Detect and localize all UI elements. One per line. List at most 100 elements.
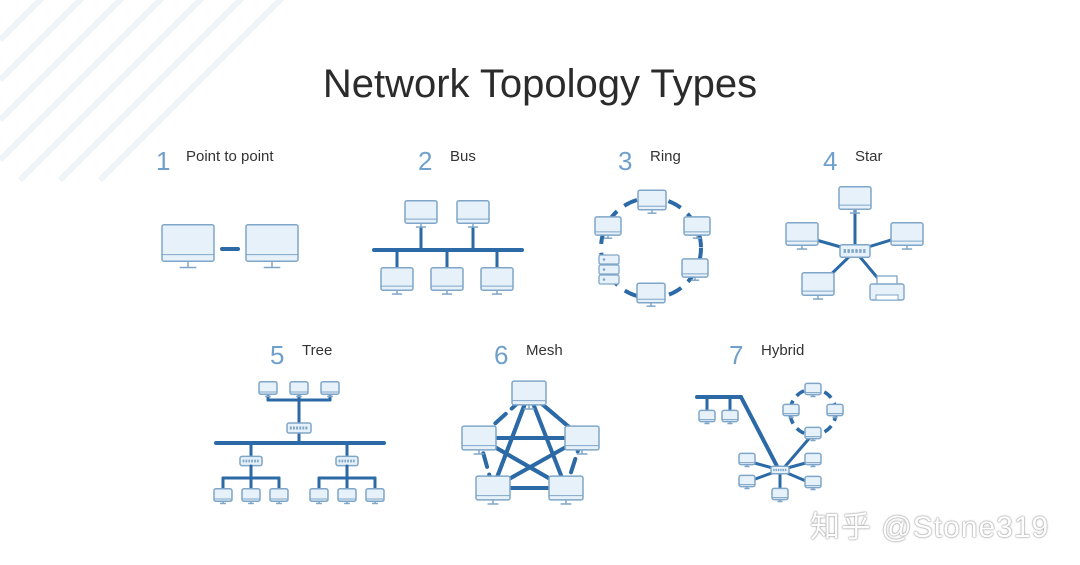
computer-screen <box>245 224 299 262</box>
switch-port <box>352 459 355 463</box>
star-hub <box>839 243 871 259</box>
tree-leaf-computer-0-1 <box>241 487 261 505</box>
server-led <box>602 258 606 261</box>
server-unit <box>598 264 620 275</box>
computer-screen <box>511 380 547 406</box>
switch-port <box>777 468 780 472</box>
hybrid-star-computer-0 <box>738 452 756 468</box>
hybrid-ring-computer-left <box>782 403 800 419</box>
computer-screen <box>636 282 666 304</box>
hybrid-star-computer-3 <box>804 475 822 491</box>
tree-top-computer-0 <box>258 380 278 398</box>
star-computer-right <box>890 222 924 250</box>
p2p-computer-left <box>161 224 215 269</box>
computer-screen <box>683 216 711 236</box>
switch-port <box>289 426 292 430</box>
hybrid-bus-computer-1 <box>721 409 739 425</box>
hybrid-hub <box>770 465 790 475</box>
topology-1-number: 1 <box>156 146 171 176</box>
tree-top-computer-2 <box>320 380 340 398</box>
computer-screen <box>785 222 819 246</box>
switch-port <box>782 468 784 472</box>
server-unit <box>598 274 620 285</box>
topology-6-number: 6 <box>494 340 509 370</box>
switch-port <box>344 459 347 463</box>
mesh-computer-1 <box>461 425 497 455</box>
topology-6-label: Mesh <box>526 342 563 359</box>
star-printer <box>869 275 905 301</box>
topology-4-number: 4 <box>823 146 838 176</box>
bus-computer-bottom-2 <box>480 267 514 295</box>
bus-computer-top-1 <box>456 200 490 228</box>
switch-port <box>302 426 305 430</box>
background-pattern <box>0 0 285 183</box>
switch-body <box>770 465 790 475</box>
hybrid-star-computer-1 <box>738 474 756 490</box>
bus-computer-top-0 <box>404 200 438 228</box>
tree-leaf-computer-0-0 <box>213 487 233 505</box>
star-computer-bottom-left <box>801 272 835 300</box>
ring-computer-left <box>594 216 622 239</box>
computer-screen <box>480 267 514 291</box>
switch-port <box>780 468 782 472</box>
topology-7-label: Hybrid <box>761 342 805 359</box>
tree-top-hub <box>286 422 312 434</box>
ring-server <box>598 254 620 285</box>
hybrid-bus-computer-0 <box>698 409 716 425</box>
computer-screen <box>475 475 511 501</box>
ring-computer-right-top <box>683 216 711 239</box>
hybrid-ring-computer-top <box>804 382 822 398</box>
mesh-computer-0 <box>511 380 547 410</box>
tree-leaf-computer-1-2 <box>365 487 385 505</box>
switch-port <box>855 249 858 253</box>
ring-computer-bottom <box>636 282 666 307</box>
computer-screen <box>548 475 584 501</box>
computer-screen <box>681 258 709 278</box>
mesh-computer-2 <box>564 425 600 455</box>
computer-screen <box>461 425 497 451</box>
computer-screen <box>564 425 600 451</box>
star-computer-left <box>785 222 819 250</box>
computer-screen <box>838 186 872 210</box>
mesh-cross-link <box>491 391 531 490</box>
printer-tray <box>875 294 899 301</box>
computer-screen <box>637 189 667 211</box>
watermark: 知乎 @Stone319 <box>810 511 1050 544</box>
switch-body <box>286 422 312 434</box>
tree-top-computer-1 <box>289 380 309 398</box>
switch-port <box>847 249 850 253</box>
topology-3-label: Ring <box>650 148 681 165</box>
page-title: Network Topology Types <box>322 62 758 106</box>
ring-computer-right-bottom <box>681 258 709 281</box>
hybrid-ring-computer-right <box>826 403 844 419</box>
ring-computer-top <box>637 189 667 214</box>
switch-port <box>248 459 251 463</box>
computer-screen <box>890 222 924 246</box>
switch-port <box>251 459 253 463</box>
tree-leaf-computer-0-2 <box>269 487 289 505</box>
switch-port <box>350 459 352 463</box>
switch-port <box>347 459 349 463</box>
topology-5-number: 5 <box>270 340 285 370</box>
hybrid-ring-computer-bottom <box>804 426 822 442</box>
tree-branch-hub-1 <box>335 455 359 467</box>
switch-port <box>341 459 344 463</box>
computer-screen <box>430 267 464 291</box>
server-led <box>602 278 606 281</box>
topology-1-label: Point to point <box>186 148 274 165</box>
mesh-computer-4 <box>548 475 584 505</box>
hybrid-star-computer-2 <box>804 452 822 468</box>
computer-screen <box>801 272 835 296</box>
switch-port <box>293 426 295 430</box>
tree-leaf-computer-1-1 <box>337 487 357 505</box>
switch-port <box>784 468 787 472</box>
server-unit <box>598 254 620 265</box>
switch-port <box>305 426 308 430</box>
topology-2-number: 2 <box>418 146 433 176</box>
hybrid-bus-link <box>739 395 781 472</box>
switch-port <box>773 468 775 472</box>
switch-port <box>296 426 299 430</box>
switch-port <box>245 459 248 463</box>
switch-port <box>851 249 854 253</box>
topology-4-label: Star <box>855 148 883 165</box>
